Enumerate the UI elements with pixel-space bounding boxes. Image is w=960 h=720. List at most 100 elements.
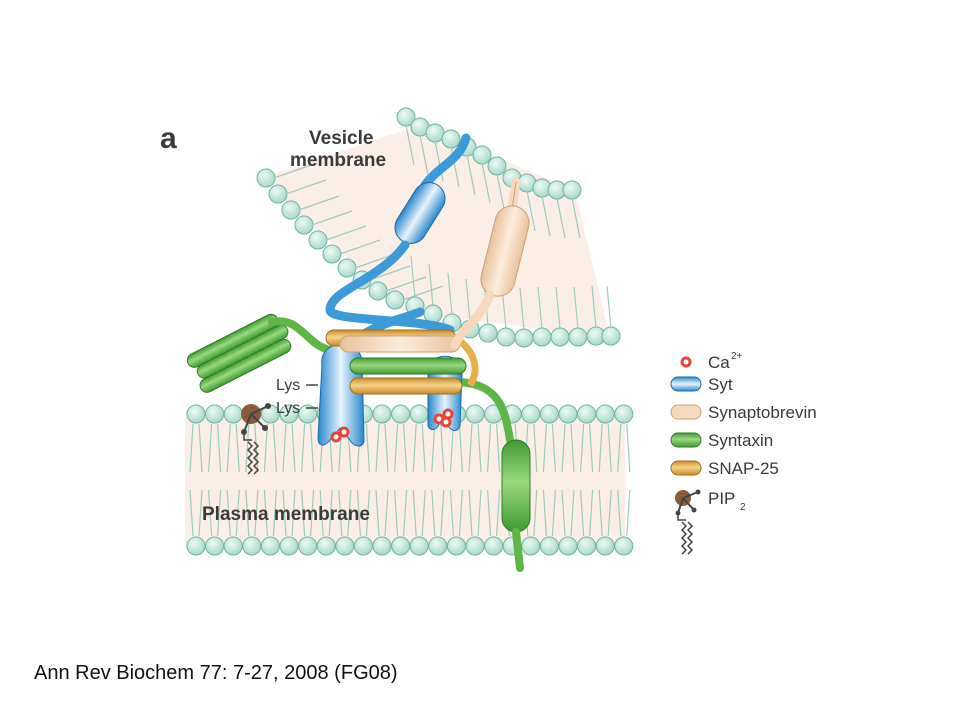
synaptobrevin-protein [450, 177, 530, 350]
lipid-head [446, 536, 466, 556]
syntaxin-protein [186, 313, 531, 572]
plasma-membrane [185, 404, 634, 556]
lipid-head [391, 404, 411, 424]
lipid-head [568, 327, 588, 347]
calcium-ion [440, 416, 452, 428]
lipid-head [558, 404, 578, 424]
lipid-head [465, 536, 485, 556]
lipid-head [268, 184, 288, 204]
legend-item-synaptobrevin: Synaptobrevin [670, 403, 817, 422]
vesicle-label-line1: Vesicle [309, 128, 373, 149]
lipid-head [391, 536, 411, 556]
lipid-head [465, 404, 485, 424]
citation-text: Ann Rev Biochem 77: 7-27, 2008 (FG08) [34, 662, 398, 684]
lipid-head [205, 536, 225, 556]
lipid-head [298, 404, 318, 424]
legend-ca-label: Ca [708, 353, 730, 372]
lipid-head [260, 536, 280, 556]
lipid-head [368, 281, 388, 301]
calcium-icon [680, 356, 692, 368]
syntaxin-swatch [670, 432, 702, 448]
lipid-head [294, 215, 314, 235]
lipid-head [614, 536, 634, 556]
calcium-ion [338, 426, 350, 438]
vesicle-label-line2: membrane [290, 150, 386, 171]
legend-pip-subscript: 2 [740, 502, 746, 513]
lipid-head [223, 404, 243, 424]
legend-pip-label: PIP [708, 489, 735, 508]
lipid-head [353, 536, 373, 556]
calcium-ion [330, 431, 342, 443]
plasma-membrane-label: Plasma membrane [202, 504, 370, 525]
legend-item-snap25: SNAP-25 [670, 459, 779, 478]
lipid-head [532, 327, 552, 347]
legend-synaptobrevin-label: Synaptobrevin [708, 403, 817, 422]
lipid-head [425, 123, 445, 143]
legend-syntaxin-label: Syntaxin [708, 431, 773, 450]
lipid-head [322, 244, 342, 264]
lipid-head [298, 536, 318, 556]
lipid-head [478, 323, 498, 343]
plasma-lower-leaflet [186, 536, 634, 556]
lipid-head [281, 200, 301, 220]
lipid-head [335, 536, 355, 556]
lipid-head [595, 404, 615, 424]
lipid-head [487, 156, 507, 176]
lipid-head [409, 404, 429, 424]
lipid-head [521, 536, 541, 556]
syt-swatch [670, 376, 702, 392]
lipid-head [472, 145, 492, 165]
lipid-head [601, 326, 621, 346]
lipid-head [186, 404, 206, 424]
lipid-head [186, 536, 206, 556]
legend: Ca 2+ Syt Synaptobrevin Syntaxin SNAP-25 [670, 351, 817, 555]
snap25-swatch [670, 460, 702, 476]
lipid-head [337, 258, 357, 278]
lipid-head [577, 404, 597, 424]
lipid-head [558, 536, 578, 556]
lys-labels: Lys Lys [276, 377, 318, 417]
lipid-head [484, 536, 504, 556]
lipid-head [279, 404, 299, 424]
lipid-head [562, 180, 582, 200]
lipid-head [539, 536, 559, 556]
lipid-head [577, 536, 597, 556]
legend-item-ca: Ca 2+ [680, 351, 743, 372]
lipid-head [242, 536, 262, 556]
lipid-head [372, 404, 392, 424]
pip2-icon [675, 489, 701, 555]
lipid-head [409, 536, 429, 556]
lipid-head [308, 230, 328, 250]
legend-snap25-label: SNAP-25 [708, 459, 779, 478]
synaptobrevin-swatch [670, 404, 702, 420]
pip2-molecule [241, 403, 271, 475]
legend-item-syt: Syt [670, 375, 733, 394]
lipid-head [441, 129, 461, 149]
legend-syt-label: Syt [708, 375, 733, 394]
lipid-head [372, 536, 392, 556]
lipid-head [205, 404, 225, 424]
lipid-head [496, 327, 516, 347]
lipid-head [521, 404, 541, 424]
lipid-head [595, 536, 615, 556]
lipid-head [223, 536, 243, 556]
snare-complex [325, 329, 479, 395]
panel-label: a [160, 122, 177, 155]
lipid-head [428, 536, 448, 556]
lipid-head [279, 536, 299, 556]
lipid-head [539, 404, 559, 424]
lipid-head [316, 536, 336, 556]
lipid-head [385, 290, 405, 310]
lipid-head [614, 404, 634, 424]
lys-label-1: Lys [276, 377, 300, 394]
lys-label-2: Lys [276, 400, 300, 417]
lipid-head [550, 327, 570, 347]
vesicle-lipid-tails [273, 124, 612, 331]
legend-item-pip2: PIP 2 [675, 489, 746, 555]
legend-item-syntaxin: Syntaxin [670, 431, 773, 450]
legend-ca-superscript: 2+ [731, 351, 743, 362]
lipid-head [256, 168, 276, 188]
calcium-ions [330, 408, 454, 443]
lipid-head [514, 328, 534, 348]
